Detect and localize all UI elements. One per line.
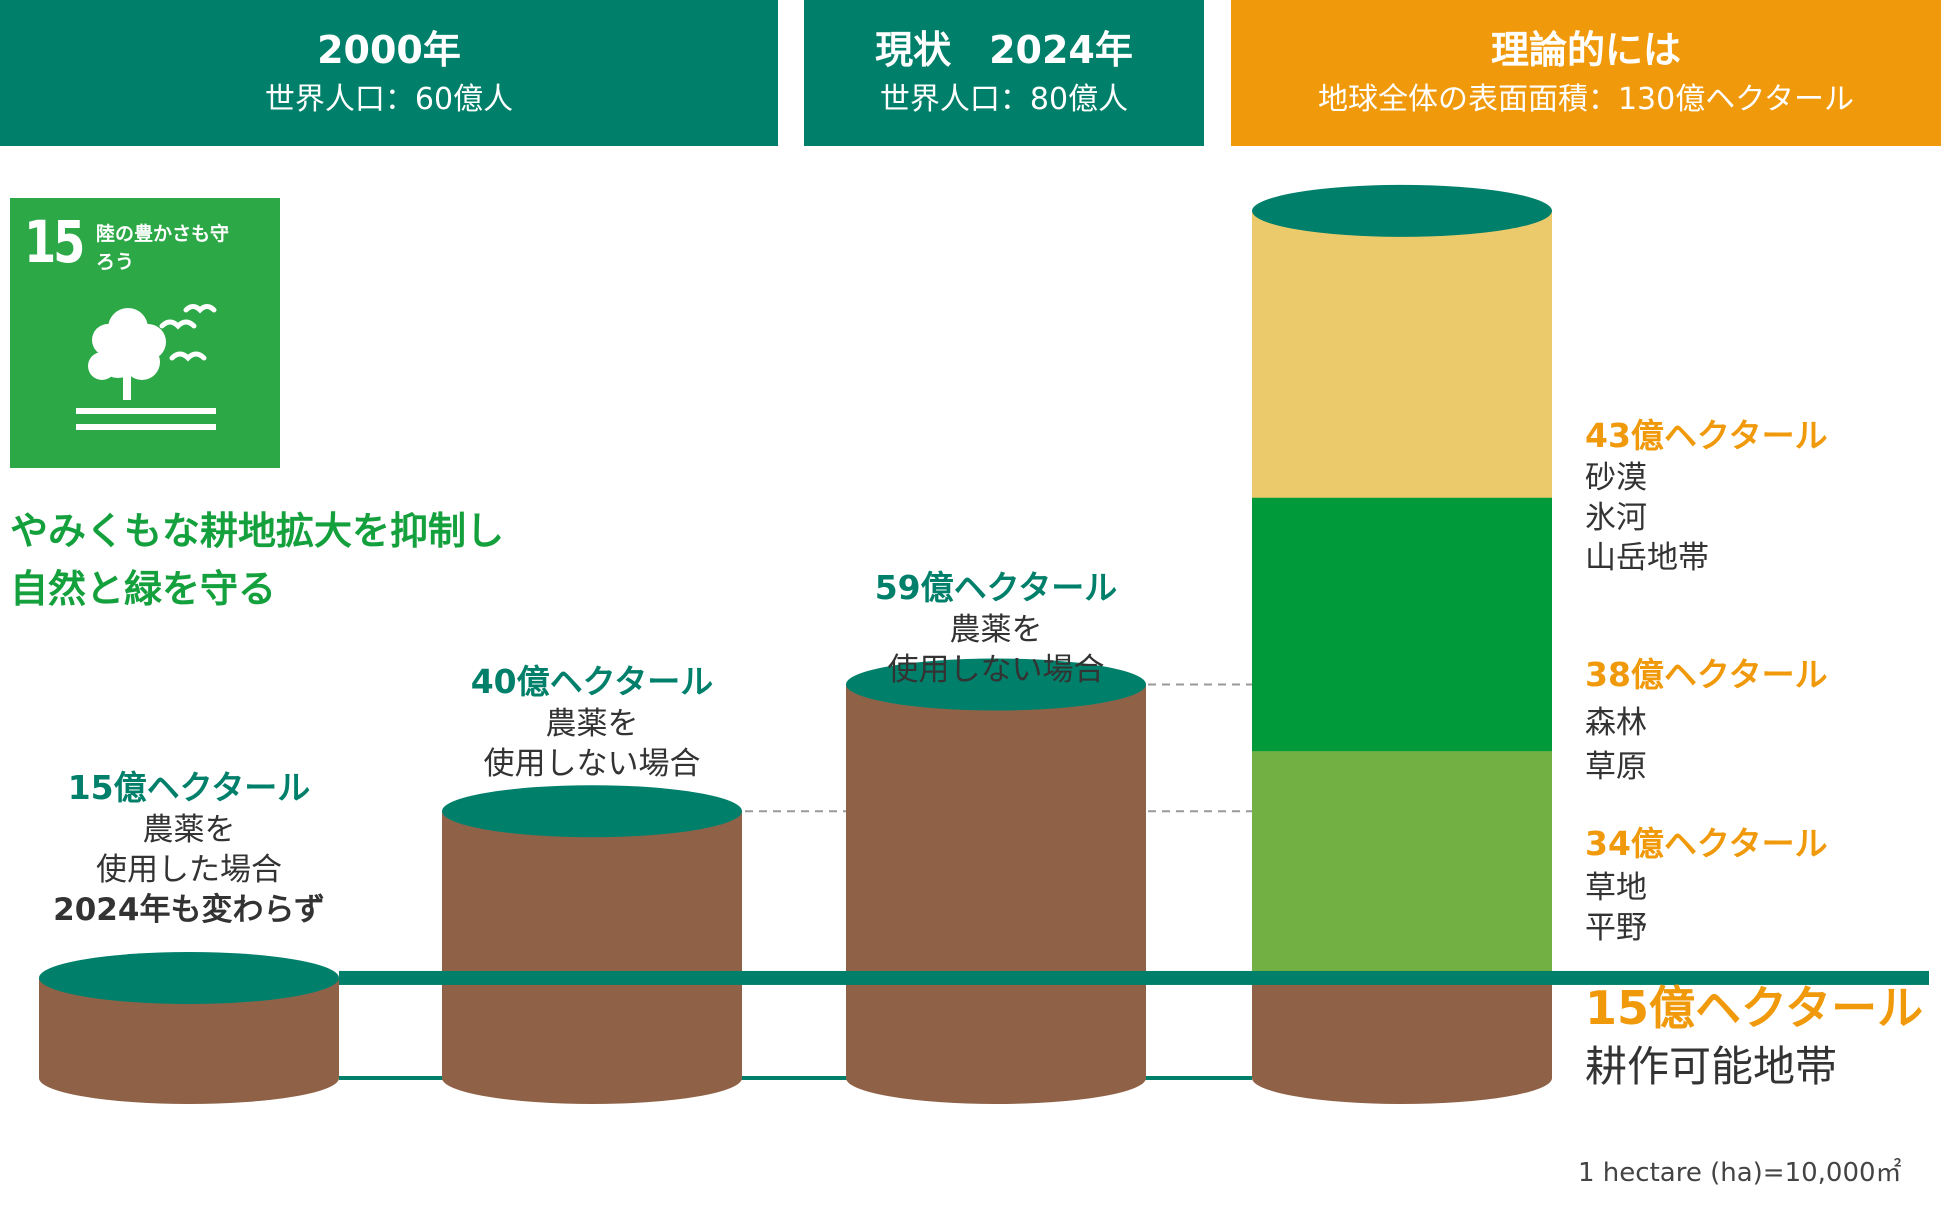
value-label: 59億ヘクタール	[874, 568, 1118, 607]
slogan-line-2: 自然と緑を守る	[10, 567, 277, 611]
sdg-goal-text: 陸の豊かさも守ろう	[96, 223, 230, 273]
header-theoretical: 理論的には 地球全体の表面面積：130億ヘクタール	[1231, 0, 1941, 146]
unit-footnote: 1 hectare (ha)=10,000㎡	[1578, 1158, 1902, 1188]
caption-line: 農薬を	[545, 706, 639, 742]
header-title: 現状 2024年	[875, 28, 1133, 72]
stacked-segment	[1252, 977, 1552, 1104]
caption-line: 草地	[1585, 870, 1647, 906]
caption-line: 氷河	[1585, 500, 1647, 536]
stacked-segment	[1252, 210, 1553, 524]
column-3-label: 59億ヘクタール 農薬を 使用しない場合	[875, 566, 1118, 690]
caption-bold-line: 2024年も変わらず	[53, 892, 325, 928]
caption-line: 山岳地帯	[1585, 540, 1709, 576]
bar-cylinder-top	[442, 785, 742, 838]
caption-line: 使用しない場合	[483, 746, 701, 782]
value-label: 34億ヘクタール	[1585, 824, 1828, 863]
bar-cylinder-body	[846, 684, 1146, 1104]
caption-line: 草原	[1585, 749, 1647, 785]
caption-line: 農薬を	[949, 612, 1043, 648]
caption-line: 農薬を	[142, 812, 236, 848]
stacked-cylinder-top	[1252, 184, 1552, 237]
caption-line: 使用しない場合	[887, 652, 1105, 688]
stacked-segment	[1252, 497, 1553, 778]
segment-forest-label: 38億ヘクタール 森林 草原	[1585, 653, 1828, 787]
value-label: 15億ヘクタール	[1585, 981, 1924, 1035]
value-label: 38億ヘクタール	[1585, 655, 1828, 694]
value-label: 40億ヘクタール	[470, 662, 714, 701]
stacked-segment	[1252, 751, 1553, 1004]
caption-line: 砂漠	[1585, 460, 1647, 496]
bar-cylinder-body	[39, 977, 339, 1104]
value-label: 15億ヘクタール	[67, 768, 311, 807]
bar-cylinder-body	[442, 811, 742, 1104]
tree-and-birds-icon	[76, 304, 217, 430]
header-2000: 2000年 世界人口：60億人	[0, 0, 778, 146]
caption-line: 使用した場合	[95, 852, 282, 888]
arable-land-label: 15億ヘクタール 耕作可能地帯	[1585, 978, 1923, 1096]
segment-grassland-label: 34億ヘクタール 草地 平野	[1585, 822, 1828, 948]
caption-line: 耕作可能地帯	[1585, 1042, 1838, 1091]
header-title: 2000年	[317, 28, 461, 72]
column-2-label: 40億ヘクタール 農薬を 使用しない場合	[471, 660, 714, 784]
sdg-number: 15	[24, 208, 85, 276]
arable-land-line	[339, 970, 1929, 985]
header-2024: 現状 2024年 世界人口：80億人	[804, 0, 1204, 146]
caption-line: 平野	[1585, 910, 1647, 946]
header-subtitle: 世界人口：60億人	[264, 82, 514, 117]
header-subtitle: 世界人口：80億人	[879, 82, 1129, 117]
segment-desert-label: 43億ヘクタール 砂漠 氷河 山岳地帯	[1585, 414, 1828, 578]
caption-line: 森林	[1585, 705, 1647, 741]
bar-cylinder-top	[846, 658, 1146, 711]
header-subtitle: 地球全体の表面面積：130億ヘクタール	[1317, 82, 1855, 117]
header-title: 理論的には	[1490, 28, 1681, 72]
bar-cylinder-top	[39, 951, 339, 1004]
sdg-15-badge: 15 陸の豊かさも守ろう	[10, 198, 280, 468]
value-label: 43億ヘクタール	[1585, 416, 1828, 455]
slogan-line-1: やみくもな耕地拡大を抑制し	[10, 509, 505, 553]
column-1-label: 15億ヘクタール 農薬を 使用した場合 2024年も変わらず	[53, 766, 325, 930]
